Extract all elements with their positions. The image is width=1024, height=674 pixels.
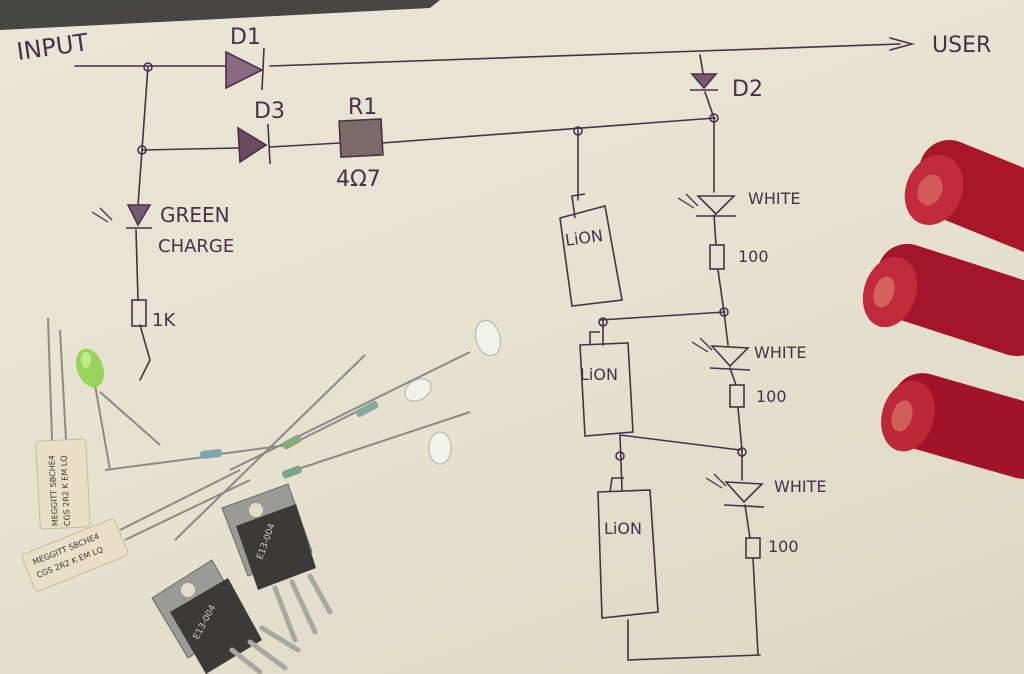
transistor: E13-004	[151, 559, 301, 674]
led-label: WHITE	[774, 477, 826, 496]
clear-leds	[404, 319, 502, 465]
label-r1-value: 4Ω7	[336, 167, 381, 192]
label-input: INPUT	[15, 28, 90, 66]
cell-label: LiON	[564, 226, 604, 250]
led-resistor-label: 100	[738, 247, 769, 266]
led-resistor-label: 100	[768, 537, 799, 556]
component-leads	[47, 317, 471, 541]
transistor: E13-004	[221, 483, 333, 643]
label-green: GREEN	[160, 203, 230, 227]
resistor-symbols	[131, 118, 761, 559]
battery	[862, 243, 1024, 357]
cell-symbols	[559, 193, 659, 619]
diode-symbols	[126, 47, 765, 508]
green-led	[75, 348, 105, 388]
led-label: WHITE	[748, 189, 800, 208]
label-1k: 1K	[152, 310, 176, 331]
label-charge: CHARGE	[158, 236, 234, 257]
top-shadow	[0, 0, 440, 30]
battery	[904, 140, 1024, 258]
label-d1: D1	[230, 25, 261, 50]
led-resistor-label: 100	[756, 387, 787, 406]
label-d2: D2	[732, 77, 763, 102]
power-resistor: MEGGITT SBCHE4 CGS 2R2 K EM LQ	[35, 438, 91, 530]
label-user: USER	[932, 33, 991, 58]
power-resistor: MEGGITT SBCHE4 CGS 2R2 K EM LQ	[21, 518, 129, 592]
led-label: WHITE	[754, 343, 806, 362]
battery	[881, 373, 1024, 479]
label-d3: D3	[254, 99, 285, 124]
junctions	[137, 62, 747, 461]
resistor-marking: CGS 2R2 K EM LQ	[59, 455, 72, 526]
cell-label: LiON	[580, 365, 618, 384]
cell-label: LiON	[604, 519, 642, 538]
small-resistors	[199, 400, 379, 479]
led-arrows	[91, 193, 727, 489]
resistor-marking: MEGGITT SBCHE4	[47, 455, 60, 526]
schematic-labels: INPUT USER D1 D2 D3 R1 4Ω7 GREEN CHARGE …	[15, 25, 991, 556]
label-r1: R1	[348, 95, 377, 120]
wires	[74, 37, 916, 661]
